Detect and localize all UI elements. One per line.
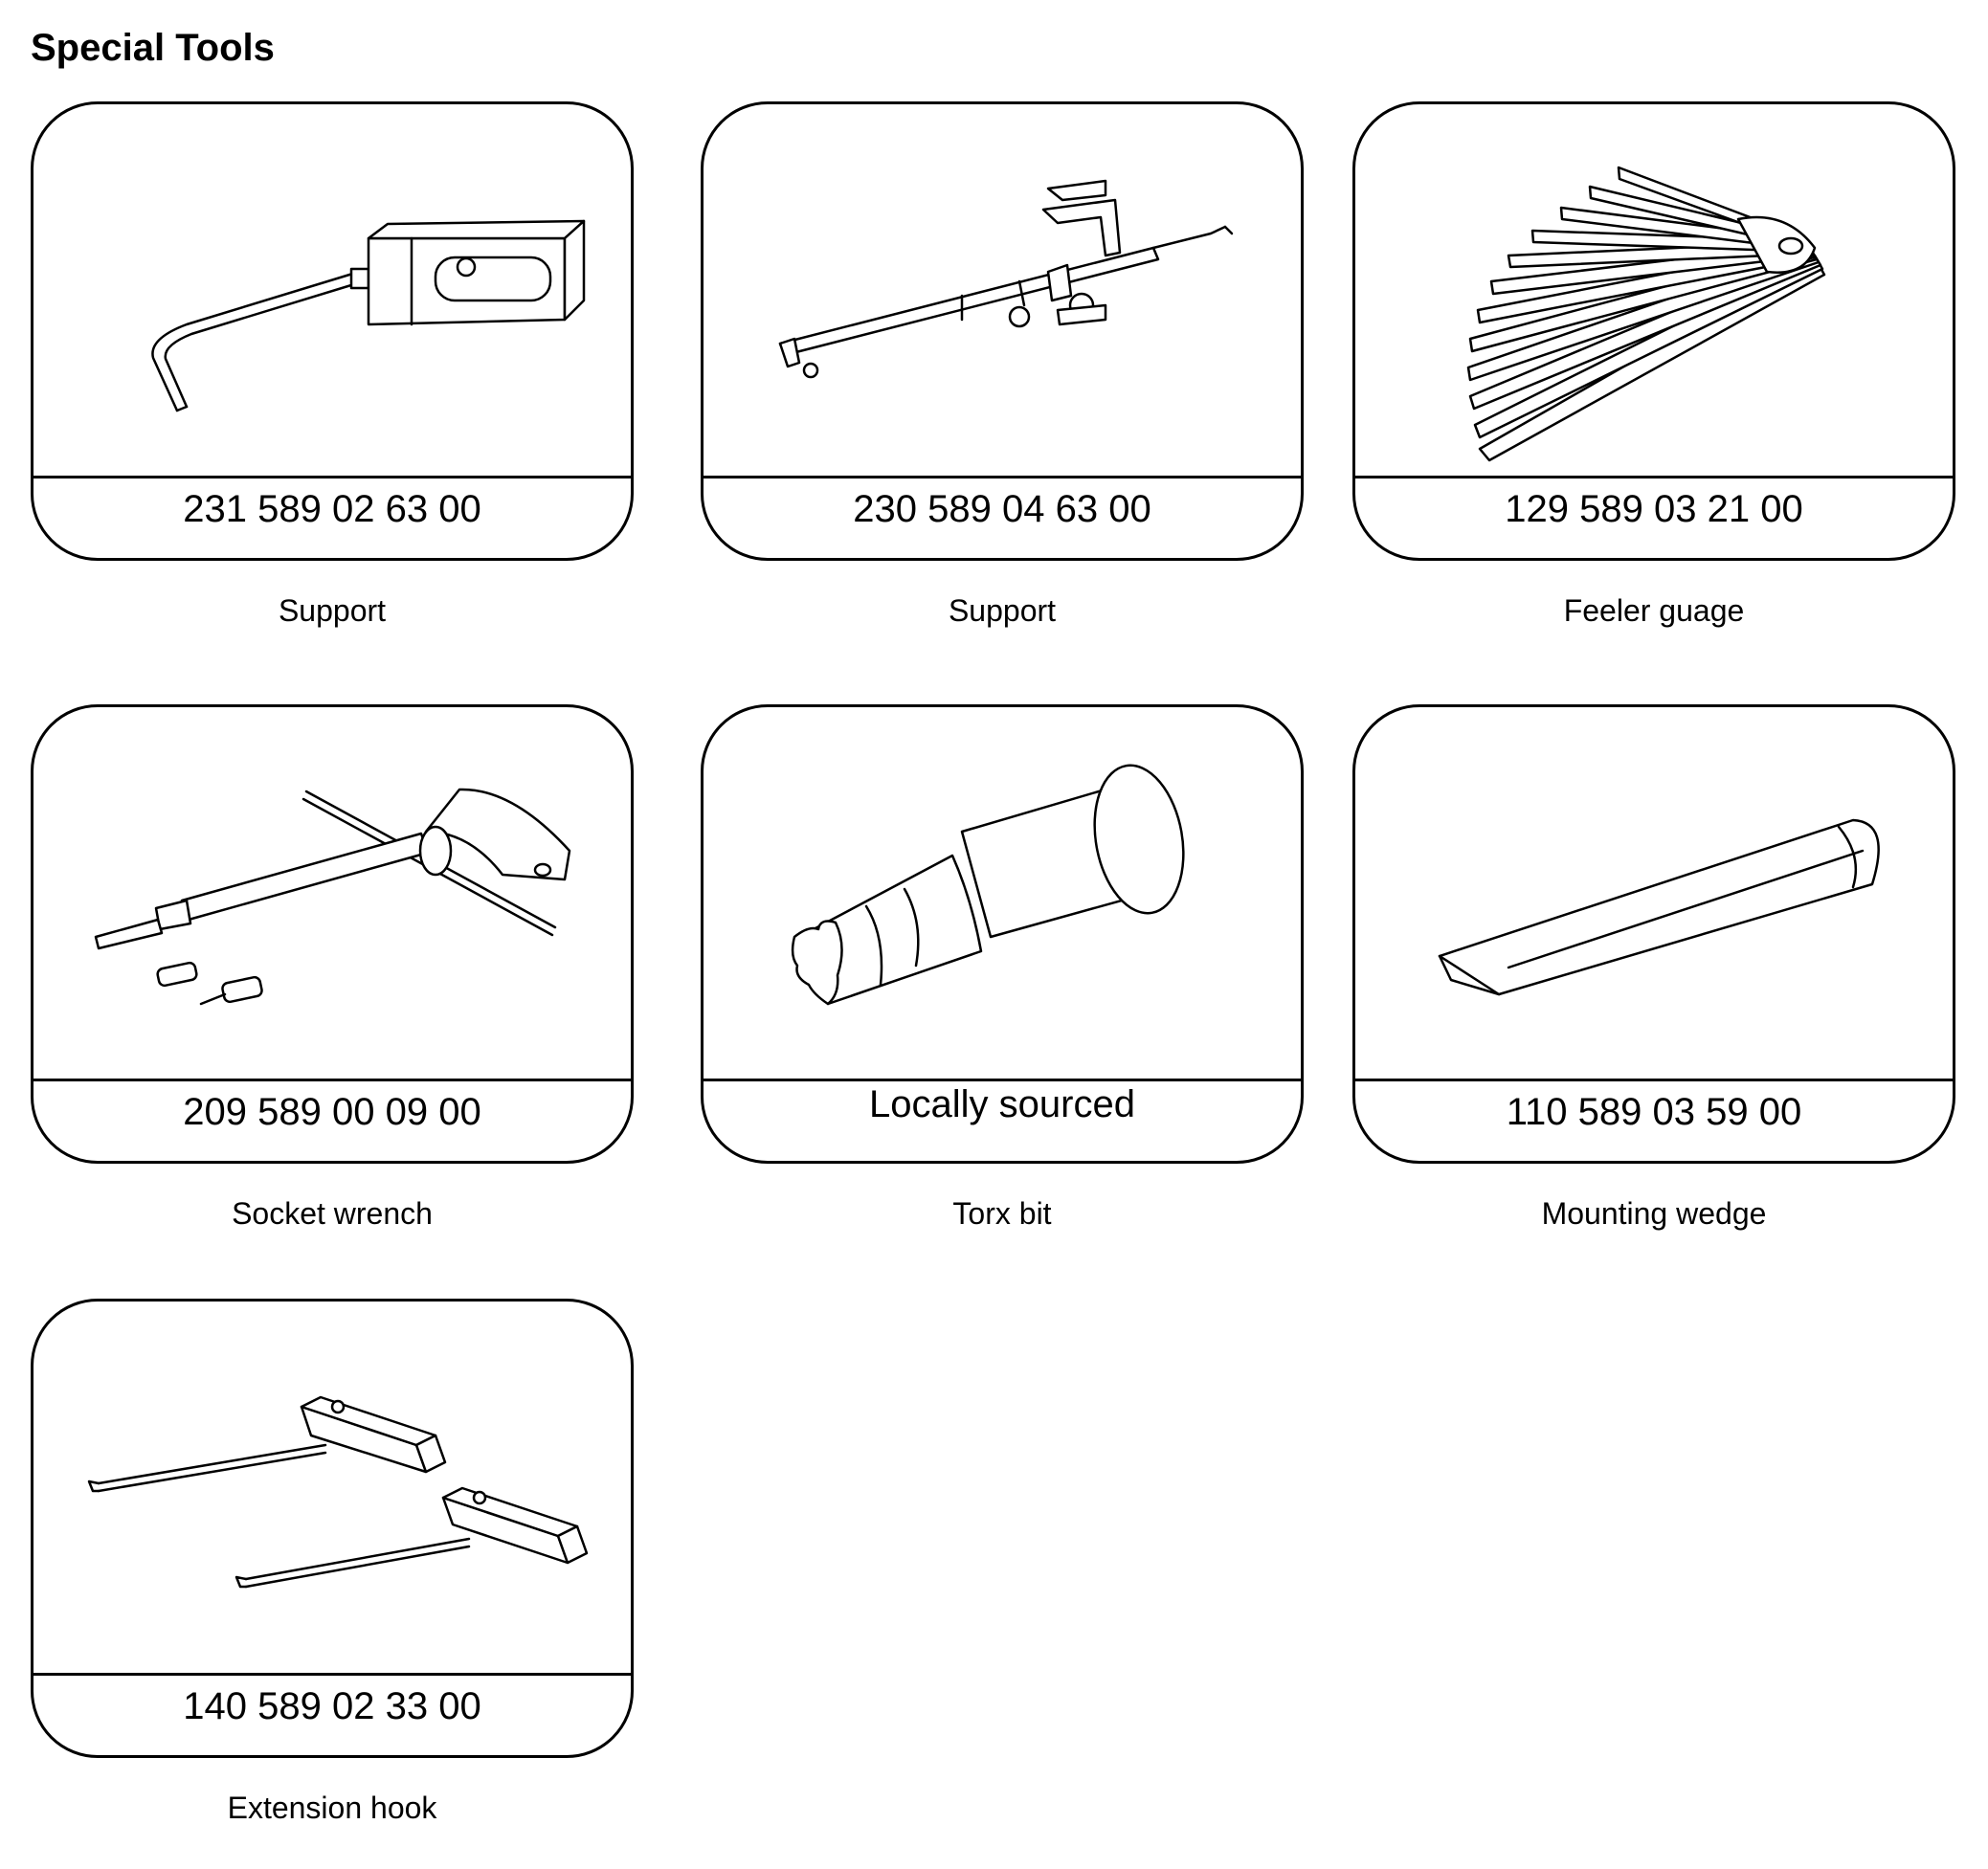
part-number: 209 589 00 09 00 — [34, 1079, 631, 1161]
extension-hook-icon — [34, 1302, 631, 1673]
part-number: Locally sourced — [704, 1079, 1301, 1161]
tool-card: 231 589 02 63 00 — [31, 101, 634, 561]
page-title: Special Tools — [31, 27, 275, 69]
part-number: 129 589 03 21 00 — [1355, 476, 1953, 558]
part-number: 110 589 03 59 00 — [1355, 1079, 1953, 1161]
tool-description: Feeler guage — [1563, 593, 1745, 628]
part-number: 140 589 02 33 00 — [34, 1673, 631, 1755]
part-number: 230 589 04 63 00 — [704, 476, 1301, 558]
support-hook-icon — [34, 104, 631, 476]
part-number: 231 589 02 63 00 — [34, 476, 631, 558]
socket-wrench-icon — [34, 707, 631, 1079]
torx-bit-icon — [704, 707, 1301, 1079]
tool-card: 110 589 03 59 00 — [1352, 704, 1955, 1164]
tool-description: Support — [278, 593, 387, 628]
tool-description: Extension hook — [227, 1791, 437, 1825]
tool-description: Support — [948, 593, 1057, 628]
tool-card: Locally sourced — [701, 704, 1304, 1164]
tool-description: Socket wrench — [232, 1196, 433, 1231]
tool-card: 140 589 02 33 00 — [31, 1299, 634, 1758]
tool-card: 209 589 00 09 00 — [31, 704, 634, 1164]
mounting-wedge-icon — [1355, 707, 1953, 1079]
feeler-gauge-icon — [1355, 104, 1953, 476]
support-bar-icon — [704, 104, 1301, 476]
tool-card: 129 589 03 21 00 — [1352, 101, 1955, 561]
tool-description: Torx bit — [952, 1196, 1052, 1231]
tool-card: 230 589 04 63 00 — [701, 101, 1304, 561]
tool-description: Mounting wedge — [1541, 1196, 1767, 1231]
